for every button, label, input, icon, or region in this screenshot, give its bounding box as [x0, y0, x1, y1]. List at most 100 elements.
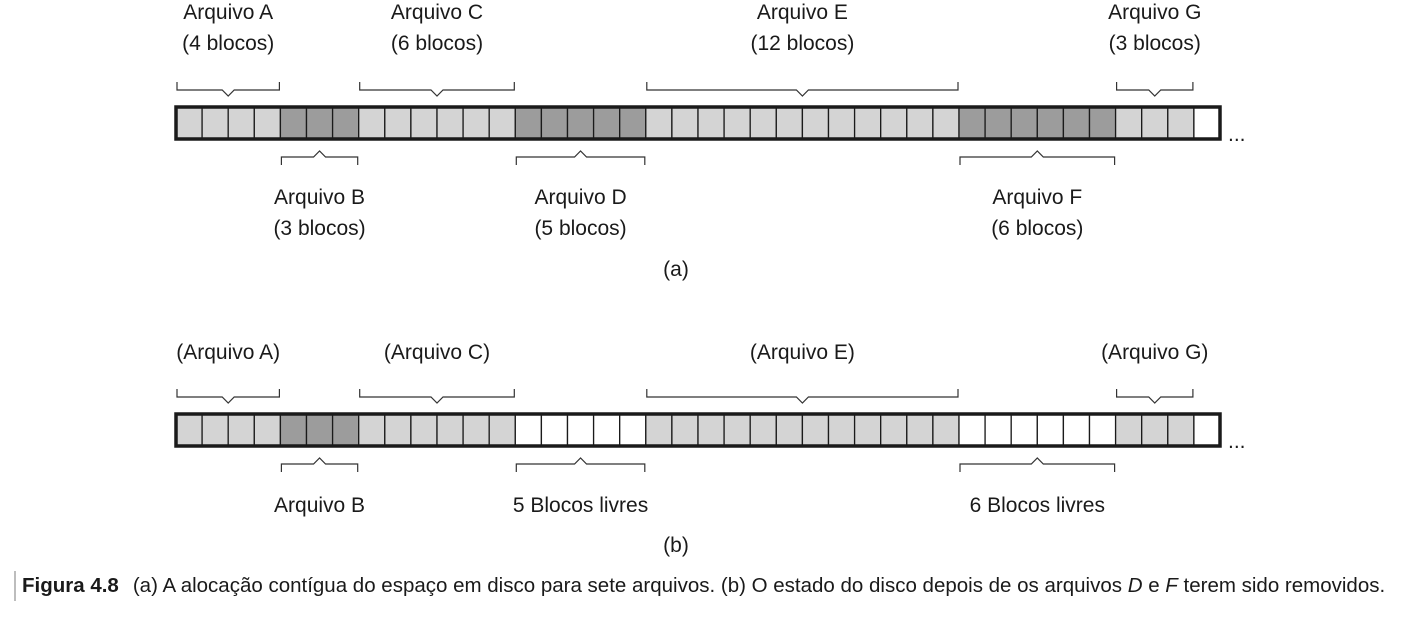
- disk-block-file-e: [906, 106, 934, 140]
- label-top-g: (Arquivo G): [1101, 341, 1208, 364]
- panel-b: ... (Arquivo A) (Arquivo C) (Arquivo E) (Arq…: [174, 341, 1246, 557]
- disk-block-file-d: [619, 106, 647, 140]
- disk-block-file-d: [540, 106, 569, 140]
- disk-block-file-e: [801, 413, 830, 447]
- disk-block-file-e: [723, 413, 751, 447]
- disk-block-file-e: [749, 413, 777, 447]
- disk-block-file-a: [201, 413, 229, 447]
- disk-block-file-a: [227, 106, 255, 140]
- disk-block-file-f: [984, 106, 1012, 140]
- label-top-size-a: (4 blocos): [182, 32, 274, 55]
- disk-block-file-e: [697, 413, 725, 447]
- disk-outline: [174, 412, 1222, 448]
- brace-bottom-b: [280, 150, 359, 165]
- label-top-a: Arquivo A: [183, 1, 273, 24]
- caption-file-f: F: [1165, 574, 1178, 597]
- figure-number: Figura 4.8: [22, 574, 119, 597]
- caption-text-1: (a) A alocação contígua do espaço em dis…: [132, 574, 1128, 597]
- disk-block-file-e: [880, 413, 908, 447]
- disk-block-file-e: [671, 106, 699, 140]
- disk-allocation-diagram: ... Arquivo A (4 blocos) Arquivo C (6 blocos…: [174, 1, 1246, 557]
- disk-block-file-e: [645, 413, 673, 447]
- disk-block-file-b: [331, 106, 360, 140]
- disk-block-file-f: [1036, 106, 1065, 140]
- disk-block-file-d: [592, 106, 621, 140]
- disk-outline: [174, 105, 1222, 141]
- label-top-size-e: (12 blocos): [750, 32, 854, 55]
- label-bottom-b: Arquivo B: [274, 186, 365, 209]
- disk-block-free: [1193, 413, 1221, 447]
- caption-text-2: e: [1142, 574, 1166, 597]
- disk-block-free: [1088, 413, 1117, 447]
- disk-block-file-a: [227, 413, 255, 447]
- disk-block-file-c: [384, 106, 412, 140]
- ellipsis: ...: [1228, 430, 1246, 453]
- disk-block-file-e: [671, 413, 699, 447]
- brace-top-c: [359, 82, 515, 97]
- label-top-c: Arquivo C: [391, 1, 483, 24]
- disk-block-file-c: [436, 413, 464, 447]
- disk-block-file-d: [514, 106, 543, 140]
- disk-block-file-e: [880, 106, 908, 140]
- label-bottom-size-f: (6 blocos): [991, 217, 1083, 240]
- label-top-a: (Arquivo A): [176, 341, 280, 364]
- label-bottom-f: 6 Blocos livres: [970, 494, 1105, 517]
- disk-block-file-d: [566, 106, 595, 140]
- disk-block-free: [566, 413, 595, 447]
- label-top-e: (Arquivo E): [750, 341, 855, 364]
- brace-top-g: [1116, 389, 1194, 404]
- disk-block-file-e: [827, 413, 856, 447]
- disk-block-file-a: [175, 413, 203, 447]
- disk-block-file-f: [958, 106, 986, 140]
- disk-block-file-g: [1141, 413, 1169, 447]
- label-bottom-b: Arquivo B: [274, 494, 365, 517]
- disk-block-file-c: [462, 413, 490, 447]
- label-top-c: (Arquivo C): [384, 341, 490, 364]
- disk-block-file-e: [775, 106, 804, 140]
- disk-block-free: [619, 413, 647, 447]
- disk-block-file-f: [1088, 106, 1117, 140]
- disk-block-file-e: [853, 106, 882, 140]
- disk-block-file-e: [932, 413, 960, 447]
- caption-text-3: terem sido removidos.: [1177, 574, 1386, 597]
- disk-block-file-c: [488, 413, 516, 447]
- disk-block-file-c: [410, 413, 438, 447]
- disk-block-file-e: [775, 413, 804, 447]
- disk-block-free: [1062, 413, 1091, 447]
- disk-block-file-g: [1167, 413, 1195, 447]
- disk-block-free: [514, 413, 543, 447]
- brace-top-e: [646, 82, 959, 97]
- brace-top-a: [176, 389, 280, 404]
- disk-block-file-a: [253, 106, 282, 140]
- disk-block-file-b: [305, 413, 334, 447]
- disk-block-file-c: [462, 106, 490, 140]
- disk-block-free: [984, 413, 1012, 447]
- disk-block-file-e: [645, 106, 673, 140]
- brace-bottom-f: [959, 150, 1116, 165]
- panel-a: ... Arquivo A (4 blocos) Arquivo C (6 blocos…: [174, 1, 1246, 281]
- brace-bottom-f: [959, 457, 1116, 472]
- brace-top-e: [646, 389, 959, 404]
- disk-block-file-f: [1010, 106, 1038, 140]
- disk-block-free: [958, 413, 986, 447]
- caption-file-d: D: [1127, 574, 1143, 597]
- label-top-g: Arquivo G: [1108, 1, 1201, 24]
- disk-block-file-g: [1167, 106, 1195, 140]
- ellipsis: ...: [1228, 123, 1246, 146]
- label-bottom-size-d: (5 blocos): [534, 217, 626, 240]
- brace-bottom-d: [515, 150, 646, 165]
- label-top-size-g: (3 blocos): [1109, 32, 1201, 55]
- disk-block-file-c: [410, 106, 438, 140]
- panel-caption: (b): [663, 534, 689, 557]
- disk-block-file-c: [436, 106, 464, 140]
- disk-block-file-e: [827, 106, 856, 140]
- label-top-e: Arquivo E: [757, 1, 848, 24]
- disk-block-free: [1036, 413, 1065, 447]
- disk-block-file-f: [1062, 106, 1091, 140]
- figure-caption: Figura 4.8 (a) A alocação contígua do esp…: [14, 571, 1389, 601]
- panel-caption: (a): [663, 258, 689, 281]
- disk-block-file-e: [723, 106, 751, 140]
- label-bottom-size-b: (3 blocos): [273, 217, 365, 240]
- disk-block-file-e: [697, 106, 725, 140]
